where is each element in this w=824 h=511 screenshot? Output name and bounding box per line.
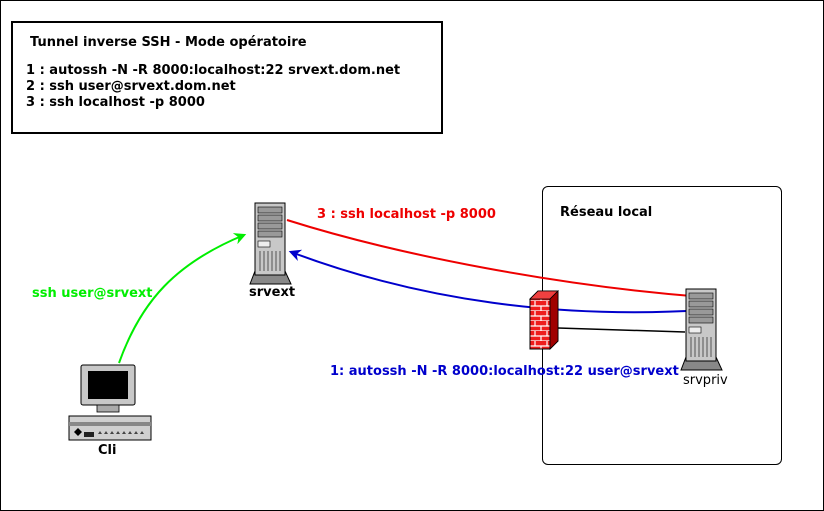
arrow-red-ssh-localhost <box>286 219 706 303</box>
arrow-blue-autossh <box>288 249 705 314</box>
legend-step-1: 1 : autossh -N -R 8000:localhost:22 srve… <box>26 63 401 78</box>
node-label-srvpriv: srvpriv <box>683 373 728 388</box>
legend-title: Tunnel inverse SSH - Mode opératoire <box>30 35 307 50</box>
arrow-label-red: 3 : ssh localhost -p 8000 <box>317 207 496 222</box>
legend-step-2: 2 : ssh user@srvext.dom.net <box>26 79 236 94</box>
node-label-cli: Cli <box>98 443 117 458</box>
legend-step-3: 3 : ssh localhost -p 8000 <box>26 95 205 110</box>
node-label-srvext: srvext <box>249 285 296 300</box>
arrow-label-green: ssh user@srvext <box>32 286 153 301</box>
legend-box: Tunnel inverse SSH - Mode opératoire 1 :… <box>11 21 443 134</box>
link-firewall-srvpriv <box>557 327 686 333</box>
arrow-green-ssh-user <box>118 233 247 364</box>
arrow-label-blue: 1: autossh -N -R 8000:localhost:22 user@… <box>330 364 679 379</box>
server-icon-srvext <box>249 202 292 285</box>
workstation-icon-cli <box>68 364 152 441</box>
local-network-label: Réseau local <box>560 205 653 220</box>
firewall-icon <box>529 290 559 350</box>
server-icon-srvpriv <box>680 288 723 371</box>
